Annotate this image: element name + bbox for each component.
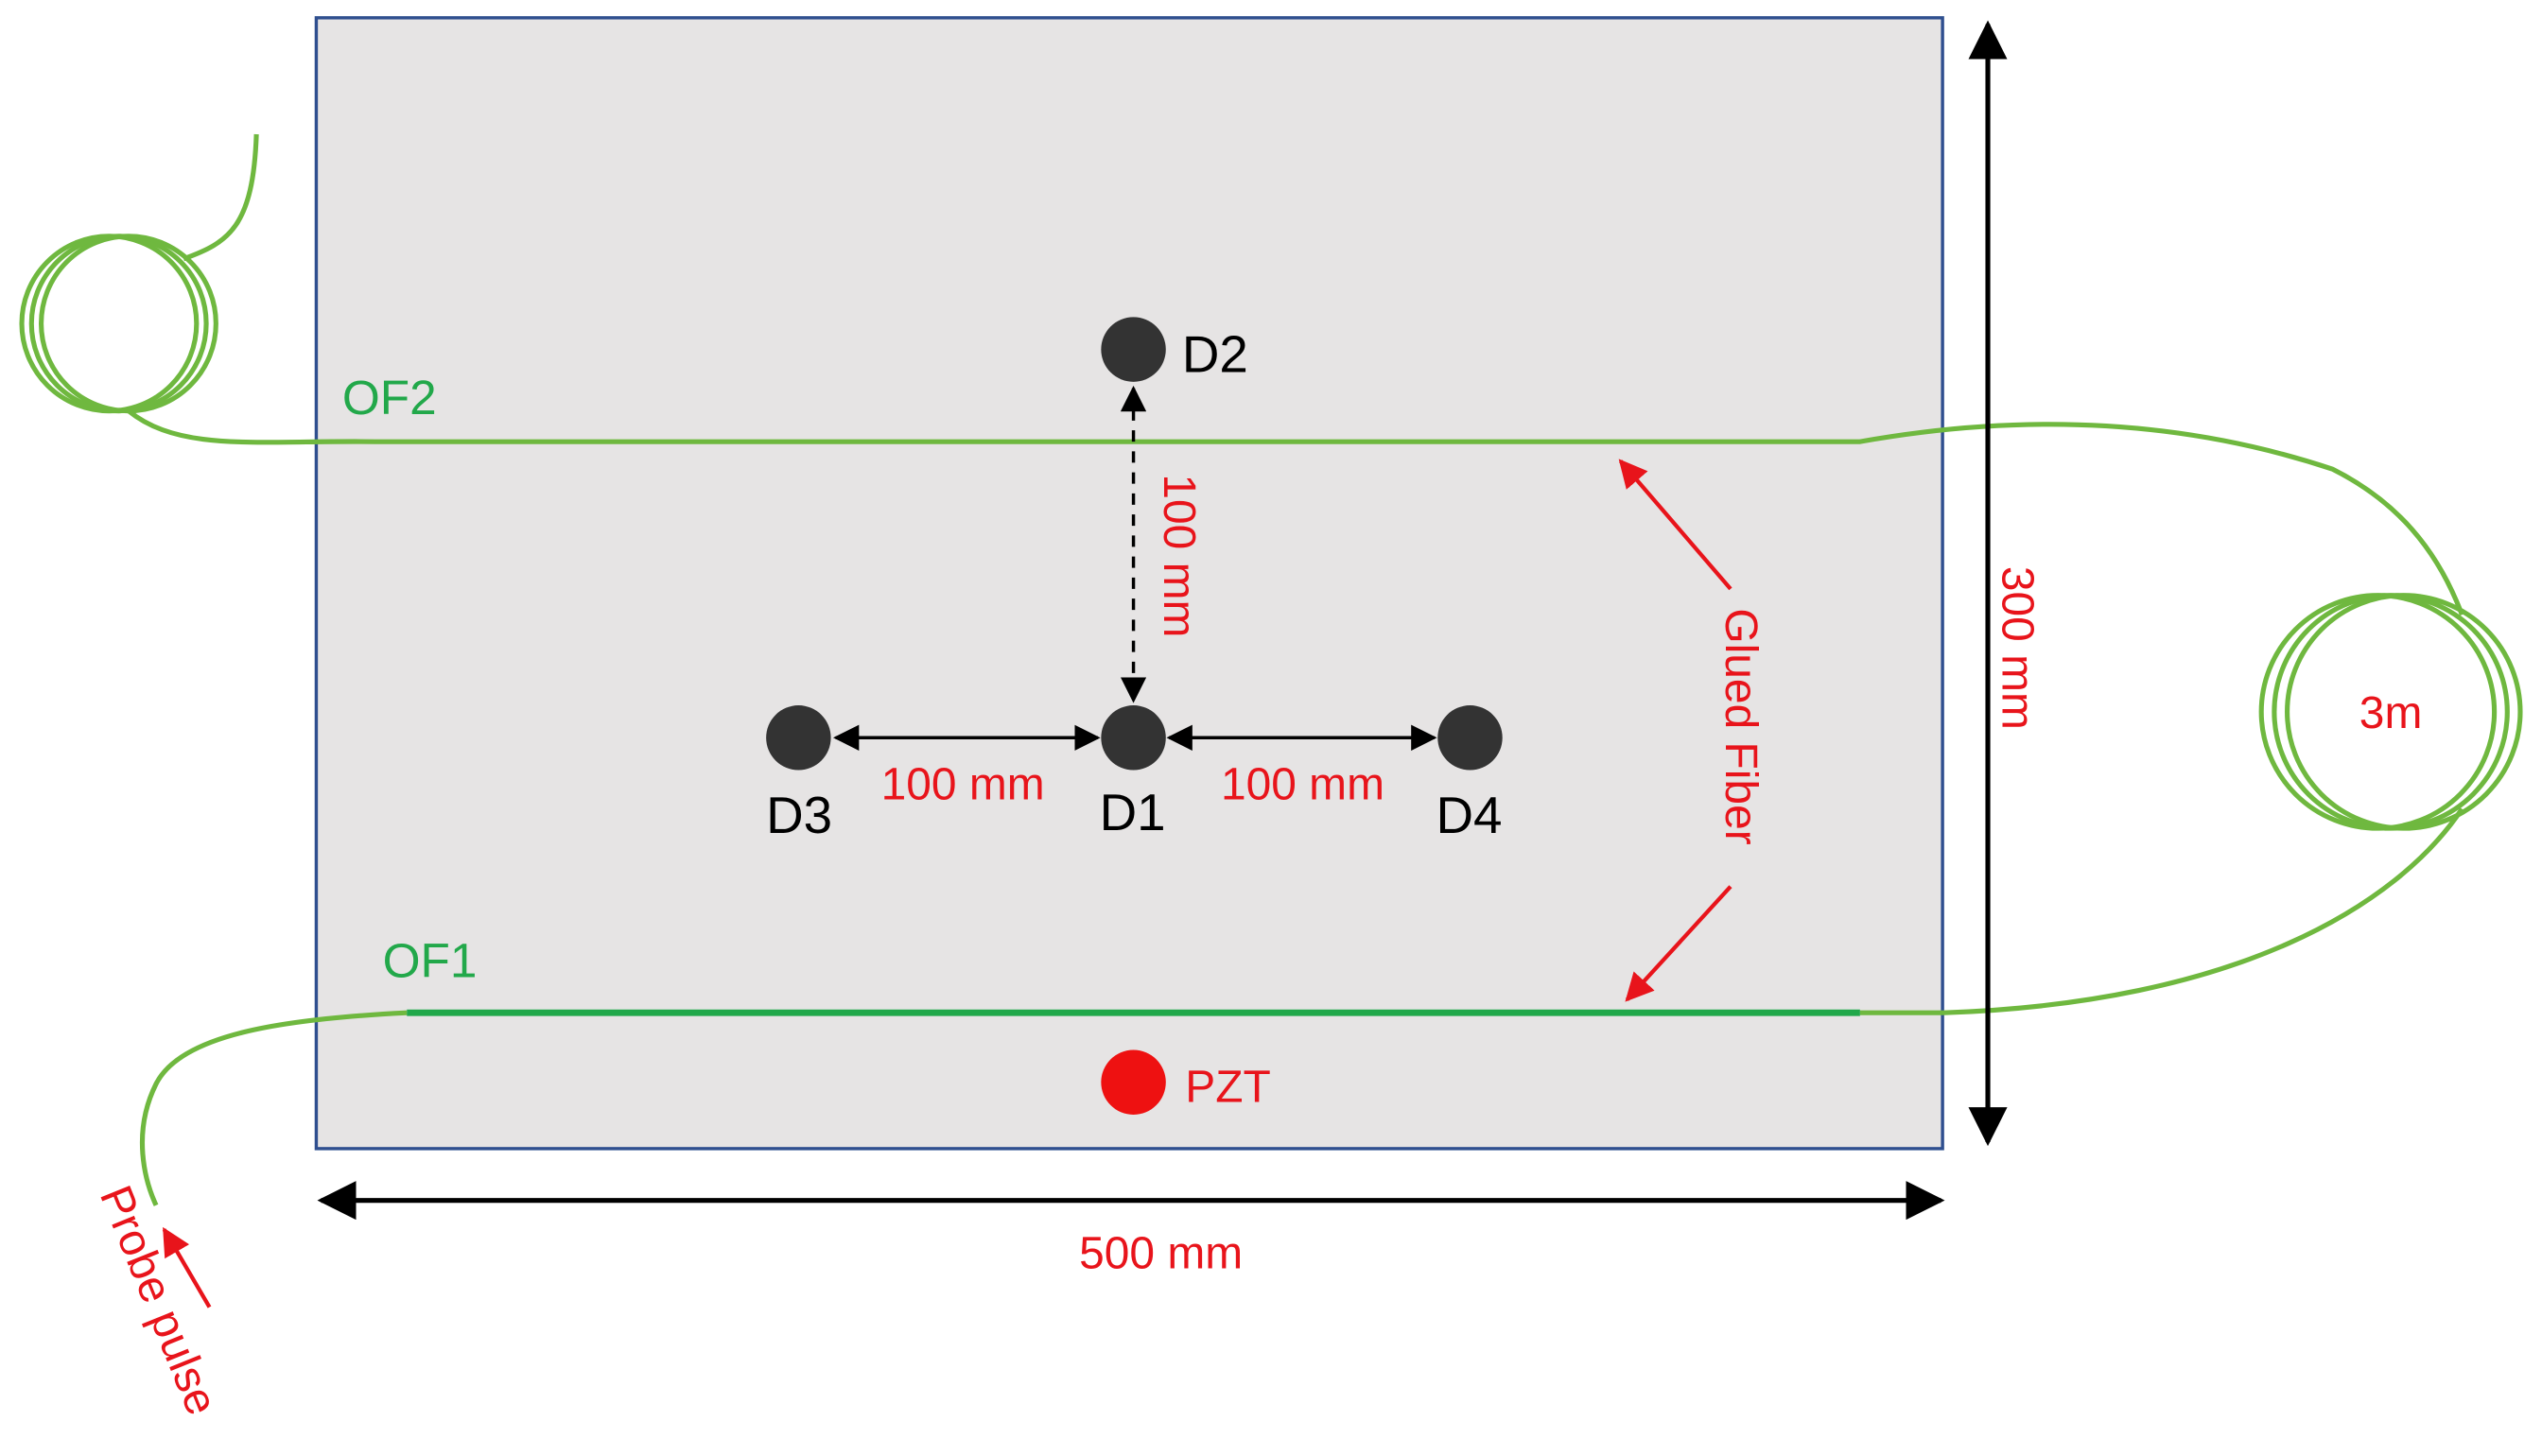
label-coil-length: 3m xyxy=(2359,688,2423,738)
test-plate xyxy=(314,16,1944,1151)
label-dist-d3-d1: 100 mm xyxy=(881,759,1045,809)
label-d2: D2 xyxy=(1182,325,1248,384)
fiber-of2 xyxy=(19,133,2464,616)
label-dist-d1-d4: 100 mm xyxy=(1221,759,1384,809)
label-of1: OF1 xyxy=(383,934,478,988)
label-width: 500 mm xyxy=(1079,1229,1243,1279)
fiber-of1 xyxy=(139,807,2464,1206)
label-d4: D4 xyxy=(1436,786,1503,844)
label-d1: D1 xyxy=(1100,783,1166,841)
pzt-actuator xyxy=(1101,1049,1166,1115)
glued-fiber-arrow-bottom xyxy=(1625,885,1732,1002)
label-of2: OF2 xyxy=(342,371,437,425)
sensor-d1 xyxy=(1101,705,1166,771)
label-height: 300 mm xyxy=(1992,566,2042,730)
glued-fiber-arrow-top xyxy=(1618,459,1732,591)
sensor-d4 xyxy=(1437,705,1503,771)
probe-pulse-arrow xyxy=(162,1226,212,1309)
sensor-d2 xyxy=(1101,317,1166,382)
label-pzt: PZT xyxy=(1185,1062,1270,1112)
label-dist-d1-d2: 100 mm xyxy=(1154,474,1204,637)
label-glued-fiber: Glued Fiber xyxy=(1715,608,1766,844)
sensor-d3 xyxy=(766,705,831,771)
fiber-coil-3m xyxy=(2258,593,2523,831)
label-d3: D3 xyxy=(766,786,832,844)
